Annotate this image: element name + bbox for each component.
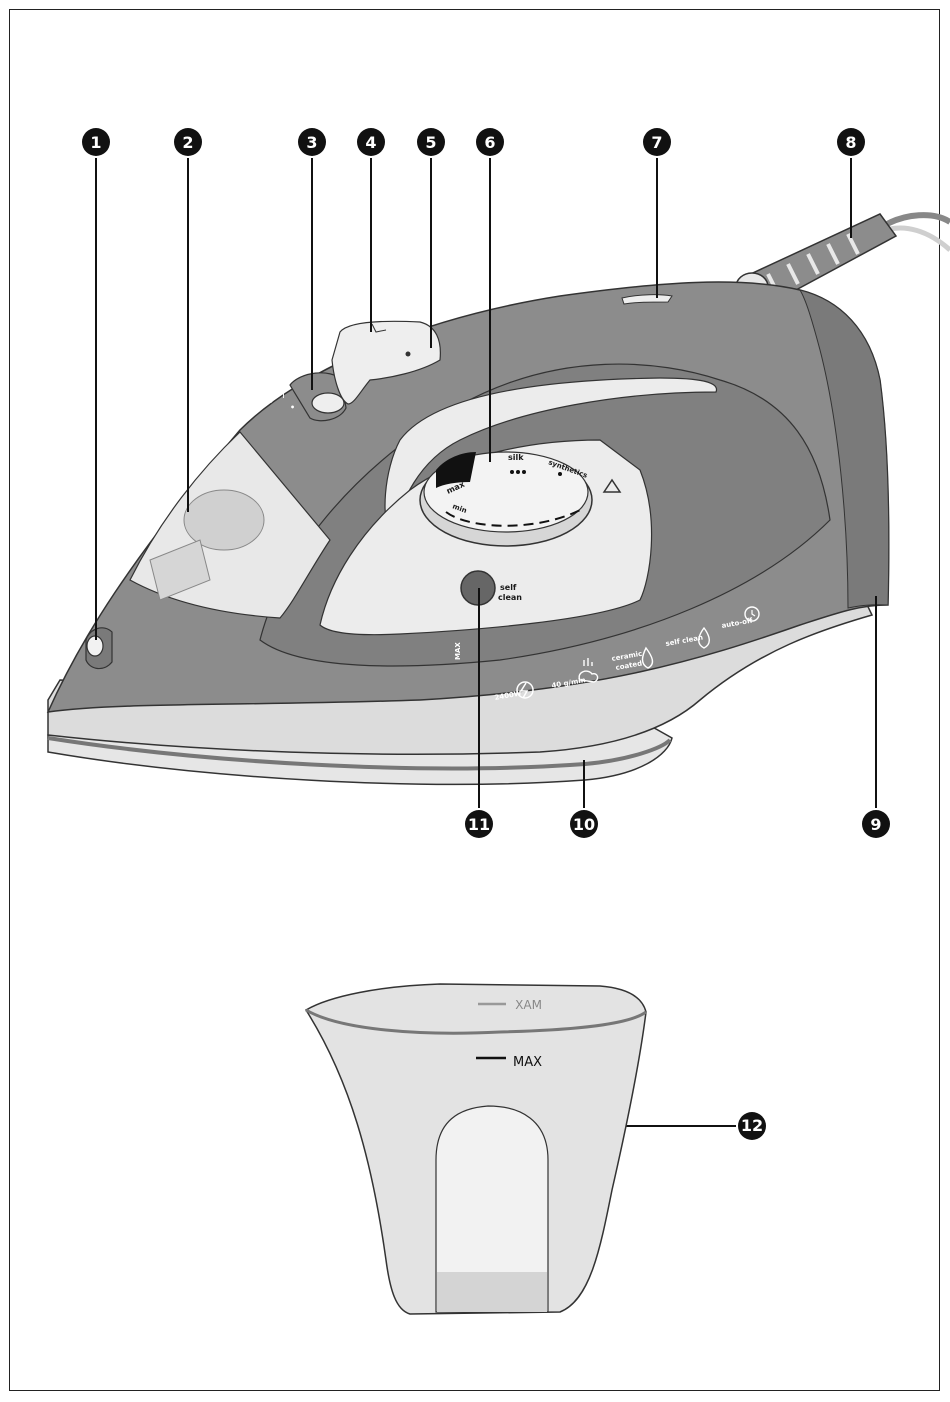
jug-max-mirror: MAX (515, 998, 542, 1012)
svg-text:12: 12 (741, 1116, 763, 1135)
callout-4: 4 (357, 128, 385, 156)
temperature-dial: max silk synthetics min (420, 452, 592, 546)
self-clean-label-line1: self (500, 583, 517, 592)
callout-5: 5 (417, 128, 445, 156)
callout-12: 12 (738, 1112, 766, 1140)
callout-10: 10 (570, 810, 598, 838)
svg-text:8: 8 (845, 133, 856, 152)
svg-text:6: 6 (484, 133, 495, 152)
svg-text:11: 11 (468, 815, 490, 834)
svg-text:9: 9 (870, 815, 881, 834)
power-cord (880, 215, 950, 228)
callout-1: 1 (82, 128, 110, 156)
callout-6: 6 (476, 128, 504, 156)
callout-9: 9 (862, 810, 890, 838)
svg-text:1: 1 (90, 133, 101, 152)
water-inlet-cap (86, 628, 112, 669)
callout-7: 7 (643, 128, 671, 156)
callout-2: 2 (174, 128, 202, 156)
svg-text:◇: ◇ (268, 395, 275, 404)
callout-3: 3 (298, 128, 326, 156)
dial-label-silk: silk (508, 453, 524, 462)
callout-11: 11 (465, 810, 493, 838)
jug-max-label: MAX (513, 1055, 542, 1070)
tank-max-mark: MAX (454, 642, 462, 660)
measuring-jug: MAX MAX (306, 984, 646, 1314)
svg-text:10: 10 (573, 815, 595, 834)
svg-text:4: 4 (365, 133, 376, 152)
svg-text:7: 7 (651, 133, 662, 152)
callout-8: 8 (837, 128, 865, 156)
svg-text:|: | (282, 389, 285, 398)
self-clean-label-line2: clean (498, 593, 522, 602)
svg-text:2: 2 (182, 133, 193, 152)
svg-text:3: 3 (306, 133, 317, 152)
svg-text:•: • (290, 403, 295, 412)
svg-text:5: 5 (425, 133, 436, 152)
